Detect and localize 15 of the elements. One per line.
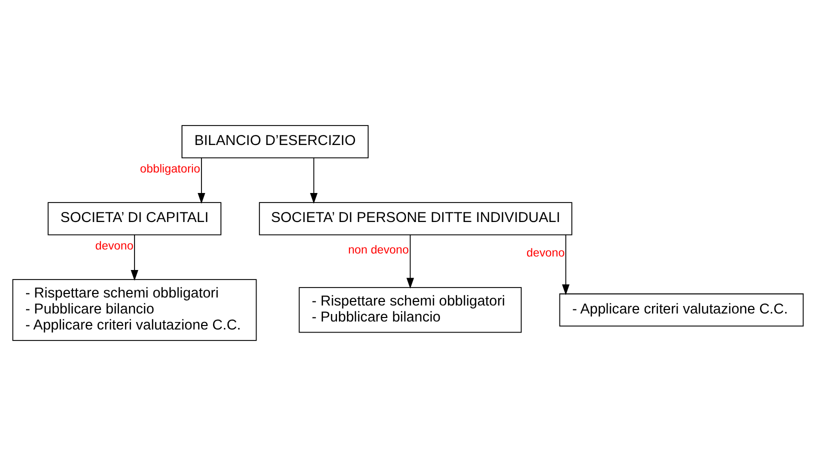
node-box: - Rispettare schemi obbligatori - Pubblicare bilancio - Applicare criteri valutazione C.C. [12,279,257,341]
arrow [406,234,414,289]
node-box: - Applicare criteri valutazione C.C. [559,293,804,327]
arrow [562,234,570,296]
arrow [198,158,206,204]
node-box: - Rispettare schemi obbligatori - Pubblicare bilancio [298,287,522,333]
edge-label: devono [526,246,565,260]
arrow [310,158,318,204]
arrow [130,234,138,281]
node-box: BILANCIO D’ESERCIZIO [182,125,369,158]
edge-label: devono [95,240,134,253]
edge-label: non devono [348,243,409,256]
edge-label: obbligatorio [140,162,200,176]
node-box: SOCIETA’ DI PERSONE DITTE INDIVIDUALI [258,202,572,236]
node-box: SOCIETA’ DI CAPITALI [48,202,222,236]
